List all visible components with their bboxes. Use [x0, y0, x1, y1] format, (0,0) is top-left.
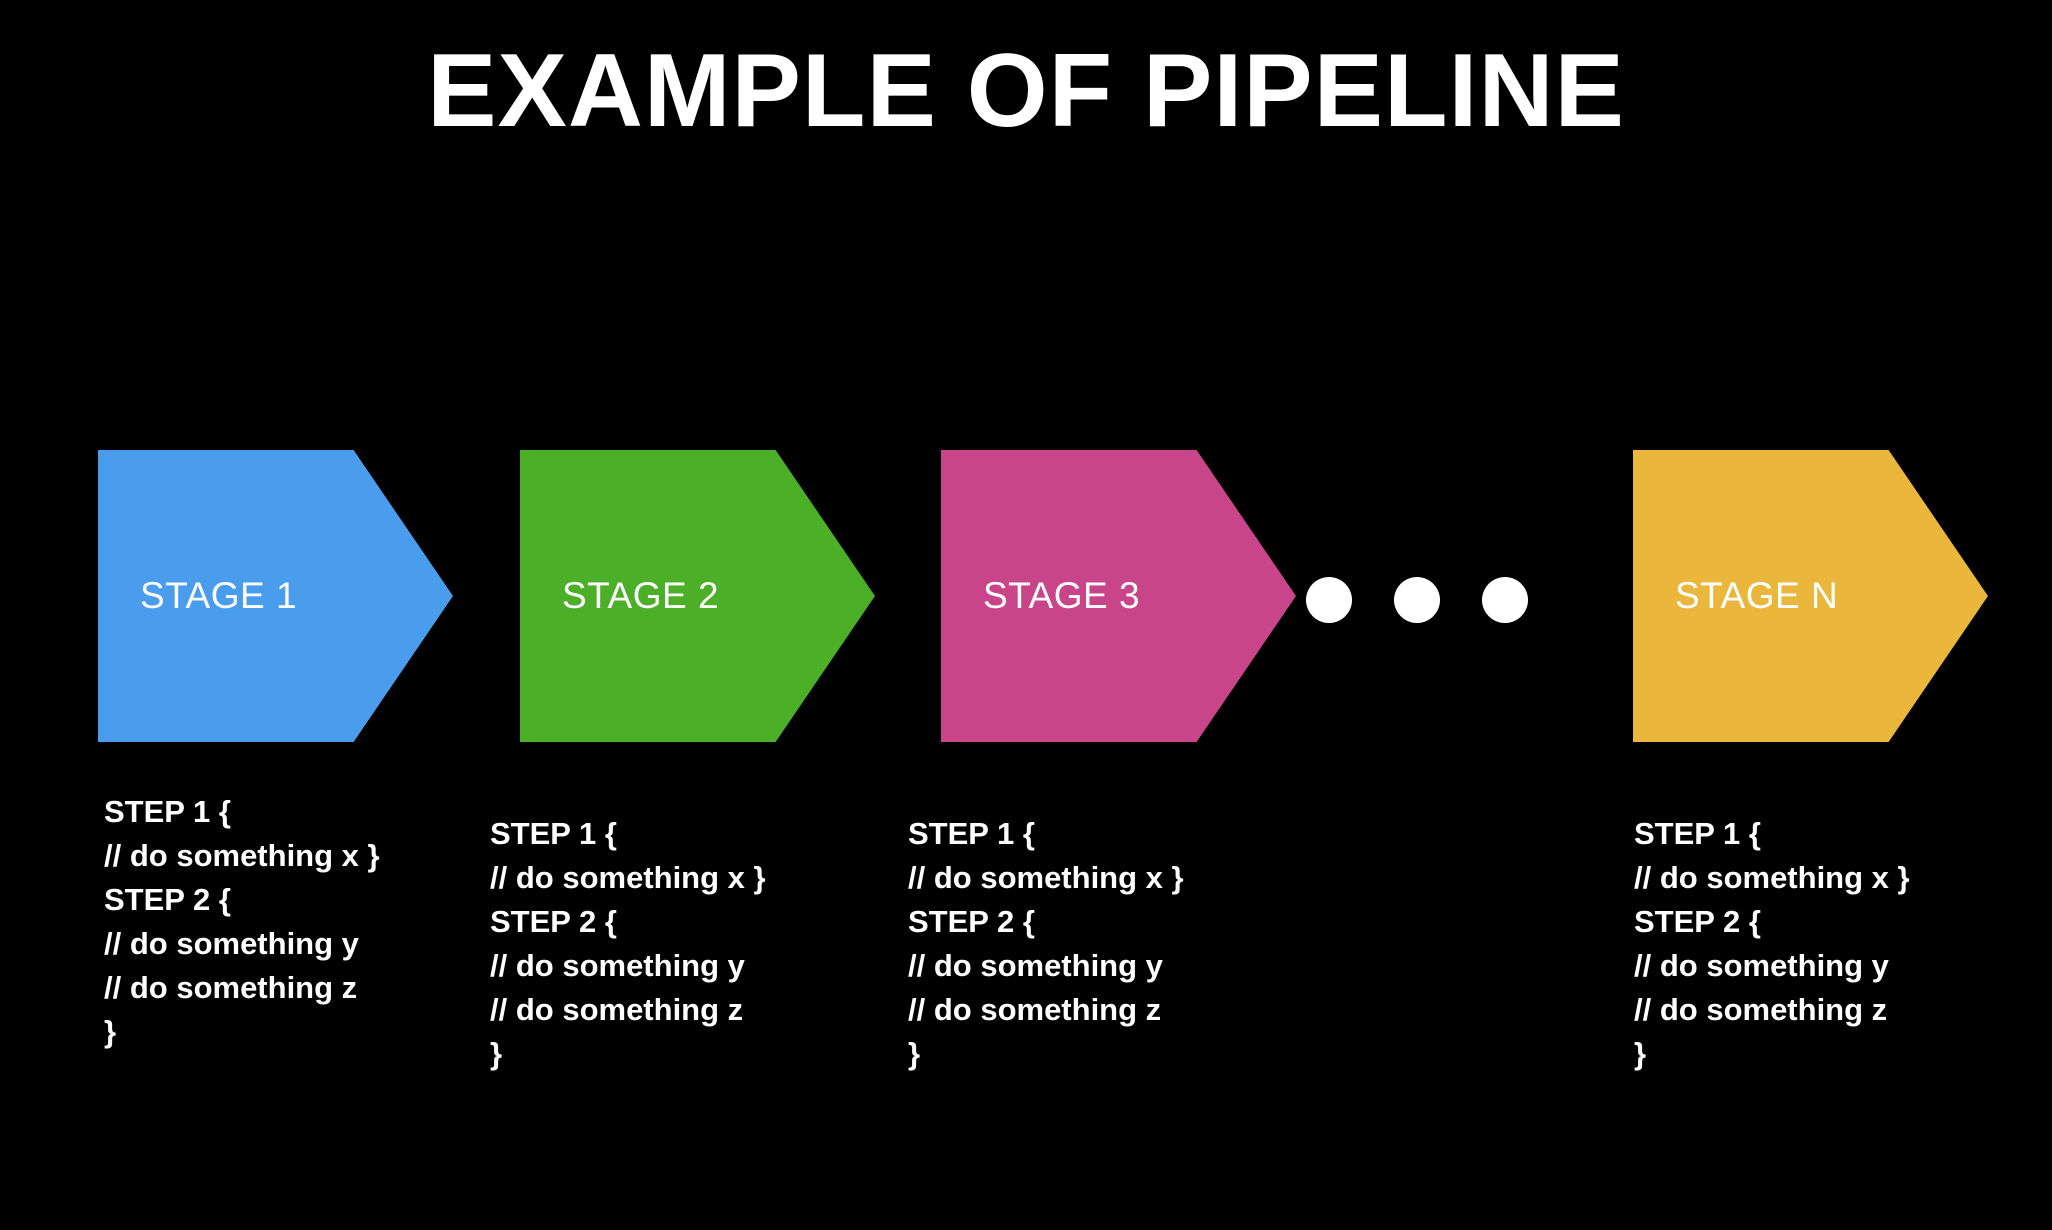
- stage-code-block-n: STEP 1 { // do something x } STEP 2 { //…: [1634, 812, 1910, 1076]
- stage-shape-1[interactable]: STAGE 1: [98, 450, 453, 742]
- stage-shape-3[interactable]: STAGE 3: [941, 450, 1296, 742]
- ellipsis-dot-1: [1306, 577, 1352, 623]
- stage-code-block-3: STEP 1 { // do something x } STEP 2 { //…: [908, 812, 1184, 1076]
- stage-label-2: STAGE 2: [562, 575, 720, 616]
- code-line: }: [1634, 1036, 1647, 1071]
- stage-shape-n[interactable]: STAGE N: [1633, 450, 1988, 742]
- code-line: STEP 1 {: [1634, 816, 1761, 851]
- ellipsis-dots-icon: [1306, 577, 1566, 625]
- stage-label-n: STAGE N: [1675, 575, 1839, 616]
- stage-code-block-2: STEP 1 { // do something x } STEP 2 { //…: [490, 812, 766, 1076]
- code-line: // do something y: [1634, 948, 1889, 983]
- code-line: // do something x }: [1634, 860, 1910, 895]
- code-line: STEP 1 {: [490, 816, 617, 851]
- page-title: EXAMPLE OF PIPELINE: [427, 33, 1625, 149]
- code-line: // do something z: [104, 970, 358, 1005]
- code-line: STEP 2 {: [908, 904, 1035, 939]
- ellipsis-dot-3: [1482, 577, 1528, 623]
- code-line: }: [908, 1036, 921, 1071]
- code-line: // do something z: [908, 992, 1162, 1027]
- code-line: // do something z: [490, 992, 744, 1027]
- code-line: // do something x }: [104, 838, 380, 873]
- code-line: // do something x }: [490, 860, 766, 895]
- code-line: // do something x }: [908, 860, 1184, 895]
- stage-shape-2[interactable]: STAGE 2: [520, 450, 875, 742]
- code-line: }: [104, 1014, 117, 1049]
- pipeline-stage-row: STAGE 1 STAGE 2 STAGE 3 STAGE N: [0, 450, 2052, 750]
- code-line: // do something y: [104, 926, 359, 961]
- code-line: STEP 2 {: [1634, 904, 1761, 939]
- code-line: // do something y: [490, 948, 745, 983]
- stage-code-block-1: STEP 1 { // do something x } STEP 2 { //…: [104, 790, 380, 1054]
- stage-label-3: STAGE 3: [983, 575, 1141, 616]
- code-line: STEP 2 {: [490, 904, 617, 939]
- ellipsis-dot-2: [1394, 577, 1440, 623]
- code-line: STEP 2 {: [104, 882, 231, 917]
- code-line: }: [490, 1036, 503, 1071]
- code-line: STEP 1 {: [908, 816, 1035, 851]
- code-line: STEP 1 {: [104, 794, 231, 829]
- stage-label-1: STAGE 1: [140, 575, 298, 616]
- code-line: // do something z: [1634, 992, 1888, 1027]
- code-line: // do something y: [908, 948, 1163, 983]
